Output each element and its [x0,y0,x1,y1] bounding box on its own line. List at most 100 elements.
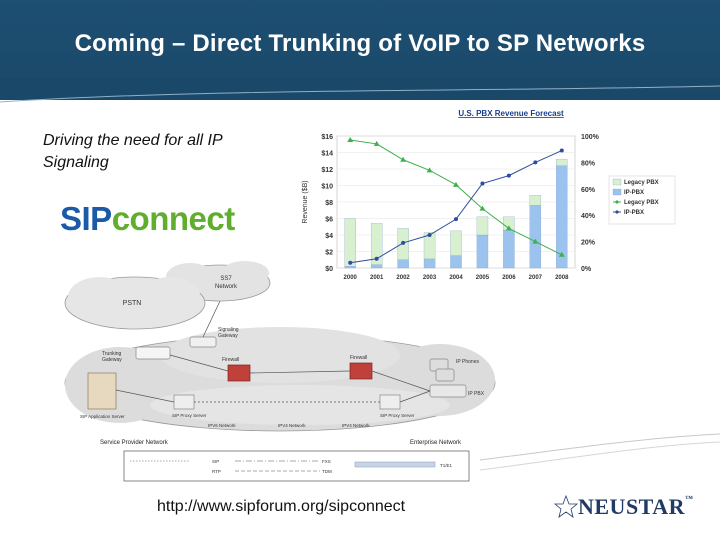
legend-entry: Legacy PBX [624,200,659,206]
pbx-revenue-chart: U.S. PBX Revenue Forecast$0$2$4$6$8$10$1… [295,104,695,290]
pstn-label: PSTN [123,300,142,307]
firewall-left-icon [227,364,251,382]
point-legacy-pbx [558,251,565,257]
ss7-label-2: Network [215,284,238,290]
point-legacy-pbx [453,181,459,187]
legend-t1e1: T1/E1 [440,463,453,468]
neustar-logo-text: NEUSTAR [578,494,686,519]
proxy-left-label: SIP Proxy Server [172,413,207,418]
ip-phone-icon-2 [435,368,455,382]
ip-pbx-label: IP PBX [468,391,485,397]
x-tick-label: 2008 [555,275,569,281]
point-legacy-pbx [479,205,486,211]
slide-subtitle: Driving the need for all IP Signaling [43,132,223,171]
point-legacy-pbx [400,156,407,162]
legend-swatch [612,188,622,196]
ipv4-network-right-label: IPV4 Network [342,423,370,428]
legend-entry: IP-PBX [624,210,644,216]
diagram-legend: SIP FXS RTP TDM T1/E1 [123,450,470,482]
sipconnect-logo: SIPconnect [60,200,235,240]
y-tick-label: $2 [325,250,333,257]
pstn-cloud: PSTN [64,276,206,330]
network-diagram-svg: SS7 Network PSTN Signaling Gateway Trunk… [64,261,496,482]
decorative-lines [480,433,720,471]
firewall-right-label: Firewall [350,355,367,361]
x-tick-label: 2005 [476,275,490,281]
x-tick-label: 2004 [449,275,463,281]
neustar-star-icon [554,494,579,518]
neustar-logo-tm: ™ [685,494,694,503]
ip-phones-label: IP Phones [456,359,479,365]
firewall-right-icon [349,362,373,380]
y-axis-label: Revenue ($B) [302,180,309,223]
y2-tick-label: 0% [581,266,592,273]
title-bar-swoosh [0,78,720,103]
sipconnect-logo-sip: SIP [60,200,112,237]
signaling-gateway-icon [189,336,217,348]
y2-tick-label: 60% [581,187,596,194]
ent-network-label: Enterprise Network [410,440,462,446]
proxy-right-icon [379,394,401,410]
sp-network-label: Service Provider Network [100,440,169,446]
signaling-gateway-label-2: Gateway [218,333,238,339]
trunking-gateway-label: Trunking [102,351,121,357]
legend-entry: Legacy PBX [624,180,659,186]
legend-fxs: FXS [322,459,331,464]
ipv4-network-left-label: IPV4 Network [278,423,306,428]
network-links [115,300,431,403]
point-legacy-pbx [373,140,380,146]
app-server-icon [87,372,117,410]
legend-tdm: TDM [322,469,332,474]
neustar-logo: NEUSTAR™ [578,494,694,520]
point-legacy-pbx [347,136,354,142]
point-ip-pbx [427,233,432,237]
bar-legacy-pbx [556,158,568,166]
pbx-revenue-chart-svg: U.S. PBX Revenue Forecast$0$2$4$6$8$10$1… [302,109,676,281]
y-tick-label: $8 [325,200,333,207]
legend-sip: SIP [212,459,219,464]
bar-ip-pbx [503,229,515,269]
chart-title: U.S. PBX Revenue Forecast [458,109,564,118]
x-tick-label: 2002 [396,275,410,281]
title-bar [0,0,720,103]
slide-title: Coming – Direct Trunking of VoIP to SP N… [74,30,646,57]
bar-legacy-pbx [423,232,436,260]
network-diagram: SS7 Network PSTN Signaling Gateway Trunk… [60,255,500,490]
ss7-label: SS7 [220,276,232,282]
y2-tick-label: 80% [581,160,596,167]
x-tick-label: 2000 [344,275,358,281]
y2-tick-label: 100% [581,134,600,141]
proxy-left-icon [173,394,195,410]
app-server-label: SIP Application Server [80,414,125,419]
firewall-left-label: Firewall [222,357,239,363]
legend-entry: IP-PBX [624,190,644,196]
y-tick-label: $4 [325,233,333,240]
bar-legacy-pbx [344,218,356,267]
x-tick-label: 2007 [529,275,543,281]
bar-legacy-pbx [370,223,383,265]
trunking-gateway-label-2: Gateway [102,357,122,363]
ip-network-cloud [64,327,496,432]
point-legacy-pbx [532,238,539,244]
sipconnect-logo-connect: connect [111,200,236,237]
y2-tick-label: 40% [581,213,596,220]
bar-legacy-pbx [476,216,489,236]
point-ip-pbx [401,240,406,245]
point-legacy-pbx [426,167,433,173]
proxy-right-label: SIP Proxy Server [380,413,415,418]
y-tick-label: $6 [325,217,333,224]
point-ip-pbx [480,181,485,186]
point-ip-pbx [559,148,564,153]
point-ip-pbx [533,160,538,165]
y-tick-label: $14 [321,151,333,158]
point-ip-pbx [454,217,458,222]
sipforum-url: http://www.sipforum.org/sipconnect [157,498,406,515]
legend-marker [615,210,619,214]
x-tick-label: 2001 [370,275,384,281]
point-ip-pbx [374,256,379,261]
y-tick-label: $12 [321,167,333,174]
x-tick-label: 2003 [423,275,437,281]
x-tick-label: 2006 [502,275,516,281]
legend-rtp: RTP [212,469,221,474]
trunking-gateway-icon [135,346,171,360]
